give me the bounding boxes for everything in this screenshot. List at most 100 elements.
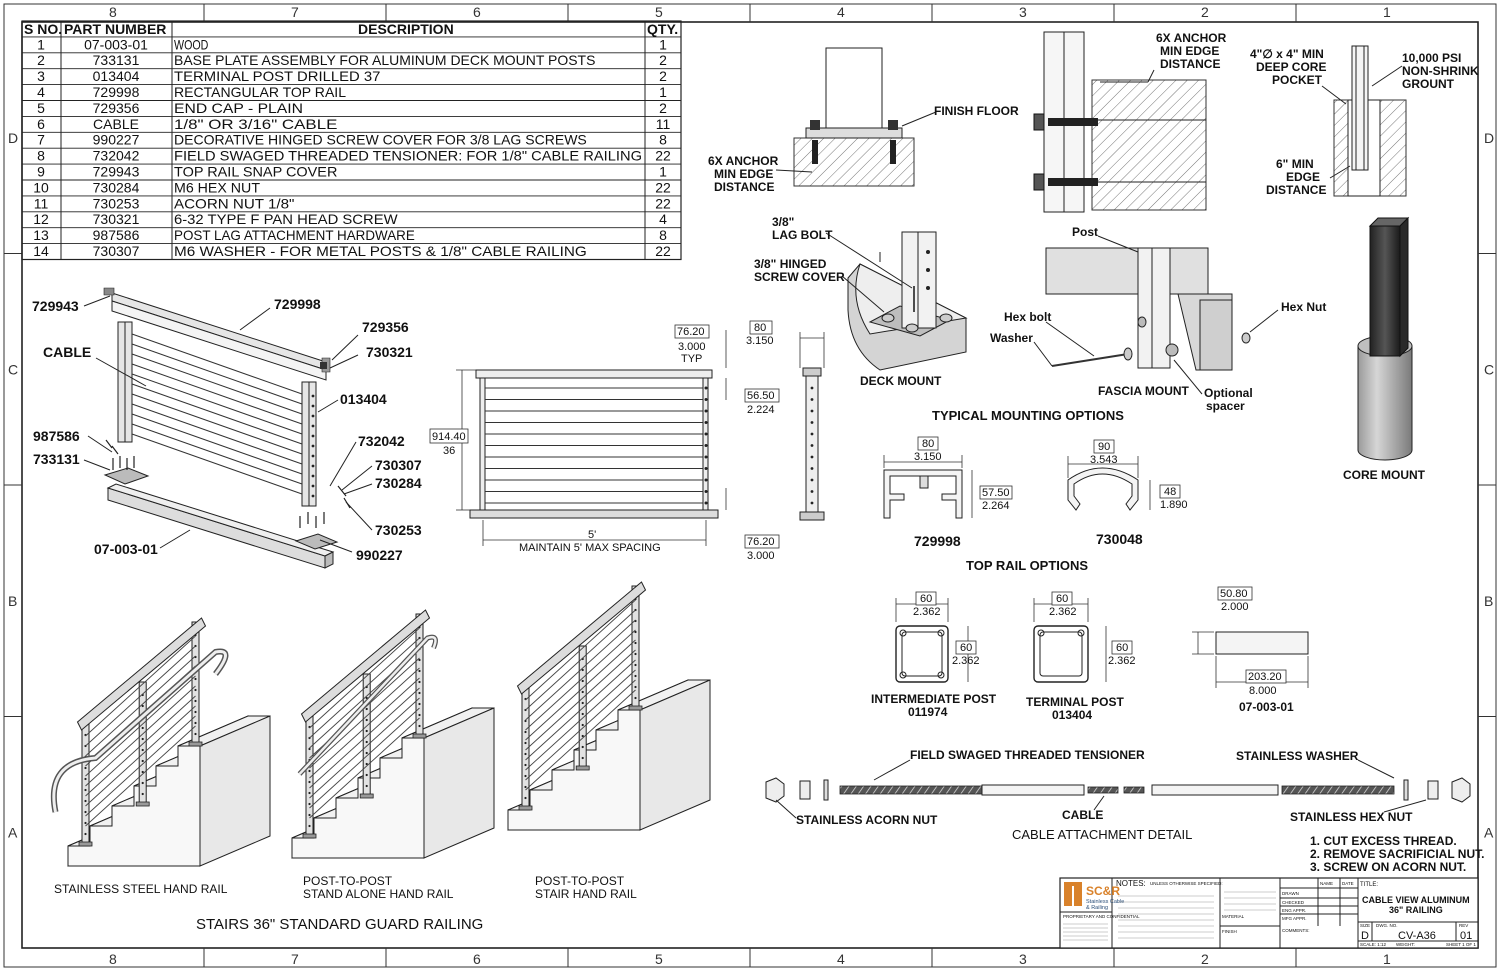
zone-row-right-B: B: [1484, 593, 1493, 609]
bom-cell-sno: 12: [33, 211, 49, 227]
post-hole: [311, 444, 315, 448]
stairs-captions: STAINLESS STEEL HAND RAIL POST-TO-POST S…: [54, 874, 637, 933]
post2-name: TERMINAL POST: [1026, 695, 1124, 709]
sheet-label: SHEET 1 OF 1: [1446, 942, 1476, 947]
zone-row-right-D: D: [1484, 130, 1494, 146]
bom-cell-sno: 1: [37, 36, 45, 52]
bom-cell-sno: 8: [37, 148, 45, 164]
bom-cell-part: 730321: [93, 211, 140, 227]
post-hole: [311, 434, 315, 438]
stairs-title: STAIRS 36" STANDARD GUARD RAILING: [196, 916, 483, 933]
stair-illustration-c: [507, 581, 711, 831]
post1-height-mm: 60: [960, 642, 972, 654]
bom-cell-desc: DECORATIVE HINGED SCREW COVER FOR 3/8 LA…: [174, 132, 587, 148]
zone-col-bottom-3: 3: [1019, 951, 1027, 967]
comments-label: COMMENTS:: [1282, 928, 1310, 933]
rail2-width-mm: 90: [1098, 441, 1110, 453]
stainless-washer-label: STAINLESS WASHER: [1236, 749, 1359, 763]
hex-bolt-label: Hex bolt: [1004, 310, 1051, 324]
drawing-title-1: CABLE VIEW ALUMINUM: [1362, 895, 1470, 905]
bom-cell-qty: 11: [656, 116, 671, 132]
post-mm: 80: [754, 322, 766, 334]
bom-cell-sno: 2: [37, 52, 45, 68]
post-hole: [311, 414, 315, 418]
bom-cell-sno: 4: [37, 84, 45, 100]
stair-illustration-a: [50, 617, 271, 867]
rev-value: 01: [1460, 930, 1472, 942]
cap-mm: 56.50: [747, 390, 775, 402]
zone-col-top-2: 2: [1201, 4, 1209, 20]
notes-label: NOTES:: [1116, 879, 1146, 888]
wood-height-mm: 50.80: [1220, 588, 1248, 600]
bom-cell-qty: 22: [655, 148, 671, 164]
post1-height-in: 2.362: [952, 655, 980, 667]
rail2-height-in: 1.890: [1160, 499, 1188, 511]
post-hole: [311, 474, 315, 478]
stairs-3-caption-a: POST-TO-POST: [535, 874, 625, 888]
title-block: SC&R Stainless Cable & Railing PROPRIETA…: [1059, 877, 1479, 949]
mfg-label: MFG APPR.: [1282, 916, 1307, 921]
stairs-3-caption-b: STAIR HAND RAIL: [535, 887, 637, 901]
post-hole: [311, 454, 315, 458]
zone-col-bottom-8: 8: [109, 951, 117, 967]
cable-line: [131, 403, 303, 465]
title-label: TITLE:: [1360, 882, 1378, 888]
side-post-holes: [810, 386, 814, 505]
elevation-tensioner: [704, 421, 708, 424]
bom-cell-part: 729998: [93, 84, 140, 100]
bom-cell-desc: RECTANGULAR TOP RAIL: [174, 84, 346, 100]
fine-print-lines: [1063, 891, 1276, 941]
bom-cell-sno: 9: [37, 164, 45, 180]
name-header: NAME: [1320, 881, 1333, 886]
elevation-cables: [485, 386, 708, 505]
elevation-tensioner: [704, 478, 708, 482]
material-label: MATERIAL: [1222, 914, 1245, 919]
post1-width-mm: 60: [920, 593, 932, 605]
rev-label: REV: [1459, 923, 1468, 928]
bom-cell-sno: 7: [37, 132, 45, 148]
stair-illustration-b: [291, 609, 495, 859]
bom-cell-sno: 14: [33, 243, 49, 259]
post1-width-in: 2.362: [913, 606, 941, 618]
bottom-mm: 76.20: [747, 536, 775, 548]
bom-cell-desc: M6 HEX NUT: [174, 179, 260, 195]
zone-col-bottom-6: 6: [473, 951, 481, 967]
date-header: DATE: [1342, 881, 1354, 886]
side-post-hole: [810, 501, 814, 505]
post-sections: 60 2.362 60 2.362 INTERMEDIATE POST 0119…: [871, 586, 1309, 722]
bom-cell-desc: END CAP - PLAIN: [174, 100, 303, 116]
bom-cell-sno: 6: [37, 116, 45, 132]
height-in: 36: [443, 445, 455, 457]
bom-cell-desc: M6 WASHER - FOR METAL POSTS & 1/8" CABLE…: [174, 243, 587, 259]
cable-label: CABLE: [1062, 808, 1103, 822]
finish-floor-label: FINISH FLOOR: [934, 104, 1019, 118]
washer-label: Washer: [990, 331, 1033, 345]
cable-line: [131, 393, 303, 455]
post-hole: [311, 464, 315, 468]
bom-cell-sno: 13: [33, 227, 49, 243]
bom-cell-part: 987586: [93, 227, 140, 243]
top-rail-title: TOP RAIL OPTIONS: [966, 558, 1088, 573]
bom-cell-qty: 1: [659, 164, 667, 180]
post2-height-in: 2.362: [1108, 655, 1136, 667]
label-730253: 730253: [375, 522, 422, 538]
bom-cell-qty: 22: [655, 195, 671, 211]
post-hole: [311, 494, 315, 498]
cable-line: [131, 423, 303, 485]
zone-row-right-A: A: [1484, 824, 1494, 840]
lag-bolt-label: 3/8"LAG BOLT: [772, 215, 833, 242]
hex-nut-label: Hex Nut: [1281, 300, 1326, 314]
